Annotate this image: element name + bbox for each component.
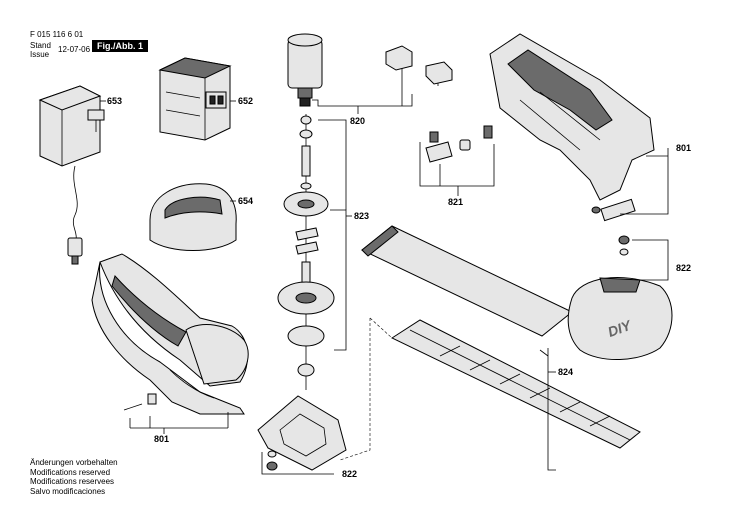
modification-notes: Änderungen vorbehalten Modifications res… <box>30 458 118 496</box>
figure-label: Fig./Abb. 1 <box>92 40 148 52</box>
right-housing-drawing <box>489 33 669 222</box>
left-housing-drawing <box>91 253 249 429</box>
label-822-top: 822 <box>676 263 691 273</box>
label-820: 820 <box>350 116 365 126</box>
doc-number: F 015 116 6 01 <box>30 30 84 39</box>
stand-label: Stand <box>30 41 51 50</box>
label-801-right: 801 <box>676 143 691 153</box>
issue-date: 12-07-06 <box>58 45 91 54</box>
right-guard-drawing: DIY <box>567 235 673 360</box>
label-824: 824 <box>558 367 573 377</box>
charger-drawing <box>38 85 105 265</box>
charging-base-drawing <box>149 183 237 251</box>
label-823: 823 <box>354 211 369 221</box>
note-fr: Modifications reservees <box>30 477 115 486</box>
gear-train-drawing <box>277 114 352 390</box>
note-en: Modifications reserved <box>30 467 111 477</box>
label-821: 821 <box>448 197 463 207</box>
label-822-bottom: 822 <box>342 469 357 479</box>
note-de: Änderungen vorbehalten <box>30 458 118 467</box>
motor-drawing <box>287 33 453 114</box>
label-654: 654 <box>238 196 253 206</box>
label-652: 652 <box>238 96 253 106</box>
issue-label: Issue <box>30 50 50 59</box>
label-653: 653 <box>107 96 122 106</box>
battery-drawing <box>158 57 232 141</box>
bottom-guard-drawing <box>257 395 347 475</box>
note-es: Salvo modificaciones <box>30 486 106 496</box>
label-801-left: 801 <box>154 434 169 444</box>
switch-drawing <box>419 125 495 196</box>
